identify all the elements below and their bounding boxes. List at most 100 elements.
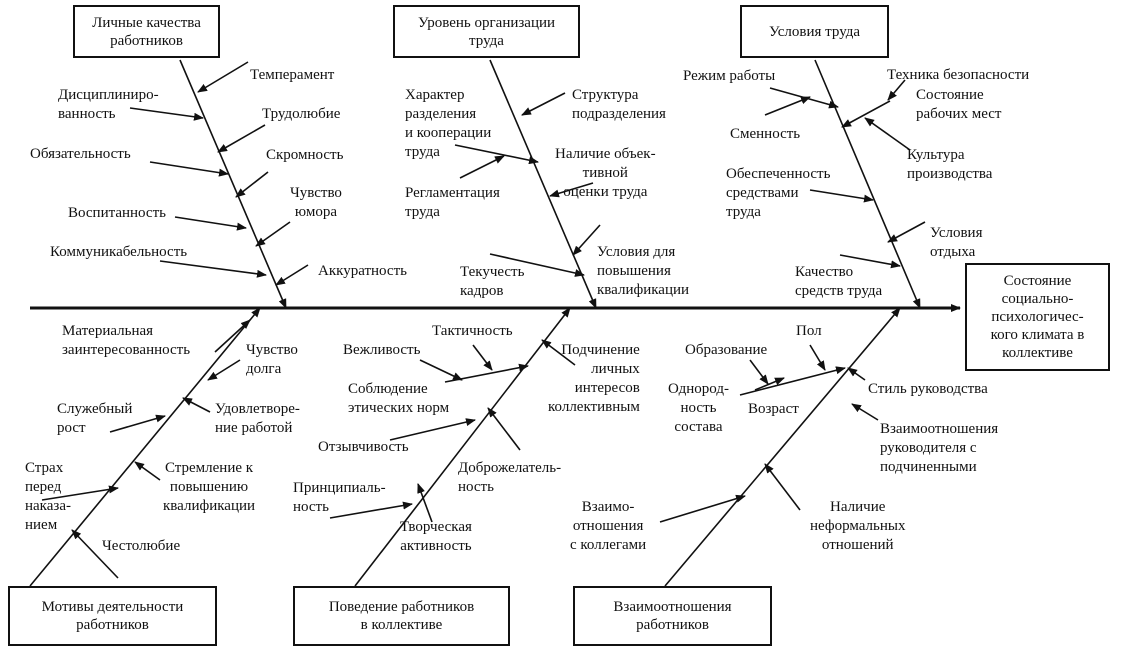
arrow-chestolubie [71,529,119,579]
cause-label: Наличие неформальных отношений [810,499,906,553]
arrow-strah [41,485,119,501]
cause-label: Взаимоотношения руководителя с подчиненн… [880,421,999,475]
cause-label: Принципиаль- ность [293,480,386,515]
cause-label: Чувство долга [246,342,298,377]
arrow-tvorch [417,483,433,523]
cause-label: Культура производства [907,147,993,182]
category-box-motivy: Мотивы деятельности работников [8,586,217,646]
cause-label: Характер разделения и кооперации труда [405,87,492,160]
cause-label: Вежливость [343,342,421,358]
cause-label: Техника безопасности [887,67,1030,83]
cause-label: Отзывчивость [318,439,409,455]
cause-label: Материальная заинтересованность [62,323,191,358]
arrow-vozrast [739,366,846,396]
arrow-struktura [521,92,566,116]
cause-label: Служебный рост [57,401,133,436]
arrow-udovl [182,397,211,413]
cause-label: Удовлетворе- ние работой [215,401,300,436]
cause-label: Текучесть кадров [460,264,525,299]
category-box-usloviya: Условия труда [740,5,889,58]
arrow-vospitan [174,216,247,231]
cause-label: Однород- ность состава [668,381,729,435]
cause-label: Наличие объек- тивной оценки труда [555,146,656,200]
arrow-vezhlivost [419,359,463,381]
cause-label: Регламентация труда [405,185,500,220]
cause-label: Возраст [748,401,799,417]
cause-label: Условия отдыха [930,225,983,260]
arrow-skromnost [235,171,269,198]
arrow-neformal [764,463,801,511]
cause-label: Доброжелатель- ность [458,460,562,495]
arrow-kollegi [659,494,746,523]
cause-label: Тактичность [432,323,513,339]
arrow-stil [847,367,866,381]
cause-label: Творческая активность [400,519,472,554]
arrow-usloviya-kval [572,224,601,256]
arrow-kachestvo [839,254,901,269]
arrow-dobrozh [487,407,521,451]
arrow-otdyh [887,221,926,243]
cause-label: Режим работы [683,68,776,84]
cause-label: Стремление к повышению квалификации [163,460,256,514]
arrow-obyazat [149,161,229,177]
arrow-kultura [864,117,911,151]
bone-vzaimo [664,307,901,587]
cause-label: Трудолюбие [262,106,341,122]
category-box-povedenie: Поведение работников в коллективе [293,586,510,646]
arrow-smennost [764,96,811,116]
arrow-rost [109,414,166,433]
category-box-lichnye: Личные качества работников [73,5,220,58]
cause-label: Воспитанность [68,205,166,221]
arrow-temperament [197,61,249,93]
arrow-pol [809,344,826,371]
arrow-taktichnost [472,344,493,371]
bone-povedenie [354,307,571,587]
cause-label: Подчинение личных интересов коллективным [548,342,640,415]
arrow-yumor [255,221,291,247]
arrow-rukovod [851,403,879,421]
category-box-uroven: Уровень организации труда [393,5,580,58]
arrow-tekuchest [489,253,585,277]
arrow-podchinenie [541,339,576,366]
bone-uroven [489,59,597,309]
cause-label: Стиль руководства [868,381,988,397]
arrow-harakter [454,144,539,165]
arrow-etich [444,363,529,383]
cause-label: Соблюдение этических норм [348,381,450,416]
arrow-kommunik [159,260,267,278]
arrow-nalichie [549,182,594,198]
cause-label: Скромность [266,147,344,163]
arrow-sostoyanie [841,100,891,128]
arrow-akkurat [275,264,309,286]
arrow-dolg [207,359,241,381]
cause-label: Обязательность [30,146,131,162]
cause-label: Дисциплиниро- ванность [58,87,159,122]
bone-lichnye [179,59,287,309]
arrow-stremlenie [134,461,161,481]
arrow-material [214,319,251,353]
cause-label: Качество средств труда [795,264,883,299]
cause-label: Аккуратность [318,263,407,279]
arrow-trudolubie [217,124,266,153]
cause-label: Сменность [730,126,801,142]
arrow-odnorod [754,377,785,391]
arrow-tehnika [887,79,906,101]
cause-label: Страх перед наказа- нием [25,460,71,533]
cause-label: Взаимо- отношения с коллегами [570,499,647,553]
cause-label: Условия для повышения квалификации [597,244,690,298]
cause-label: Коммуникабельность [50,244,188,260]
arrow-otzyvch [389,418,476,441]
cause-label: Пол [796,323,822,339]
cause-label: Темперамент [250,67,335,83]
cause-label: Структура подразделения [572,87,666,122]
cause-label: Образование [685,342,768,358]
effect-box: Состояние социально- психологичес- кого … [965,263,1110,371]
cause-label: Состояние рабочих мест [916,87,1002,122]
arrow-princip [329,501,413,519]
arrow-obrazovanie [749,359,769,385]
cause-label: Чувство юмора [290,185,342,220]
category-box-vzaimo: Взаимоотношения работников [573,586,772,646]
arrow-discipl [129,107,204,121]
arrow-obespech [809,189,874,203]
